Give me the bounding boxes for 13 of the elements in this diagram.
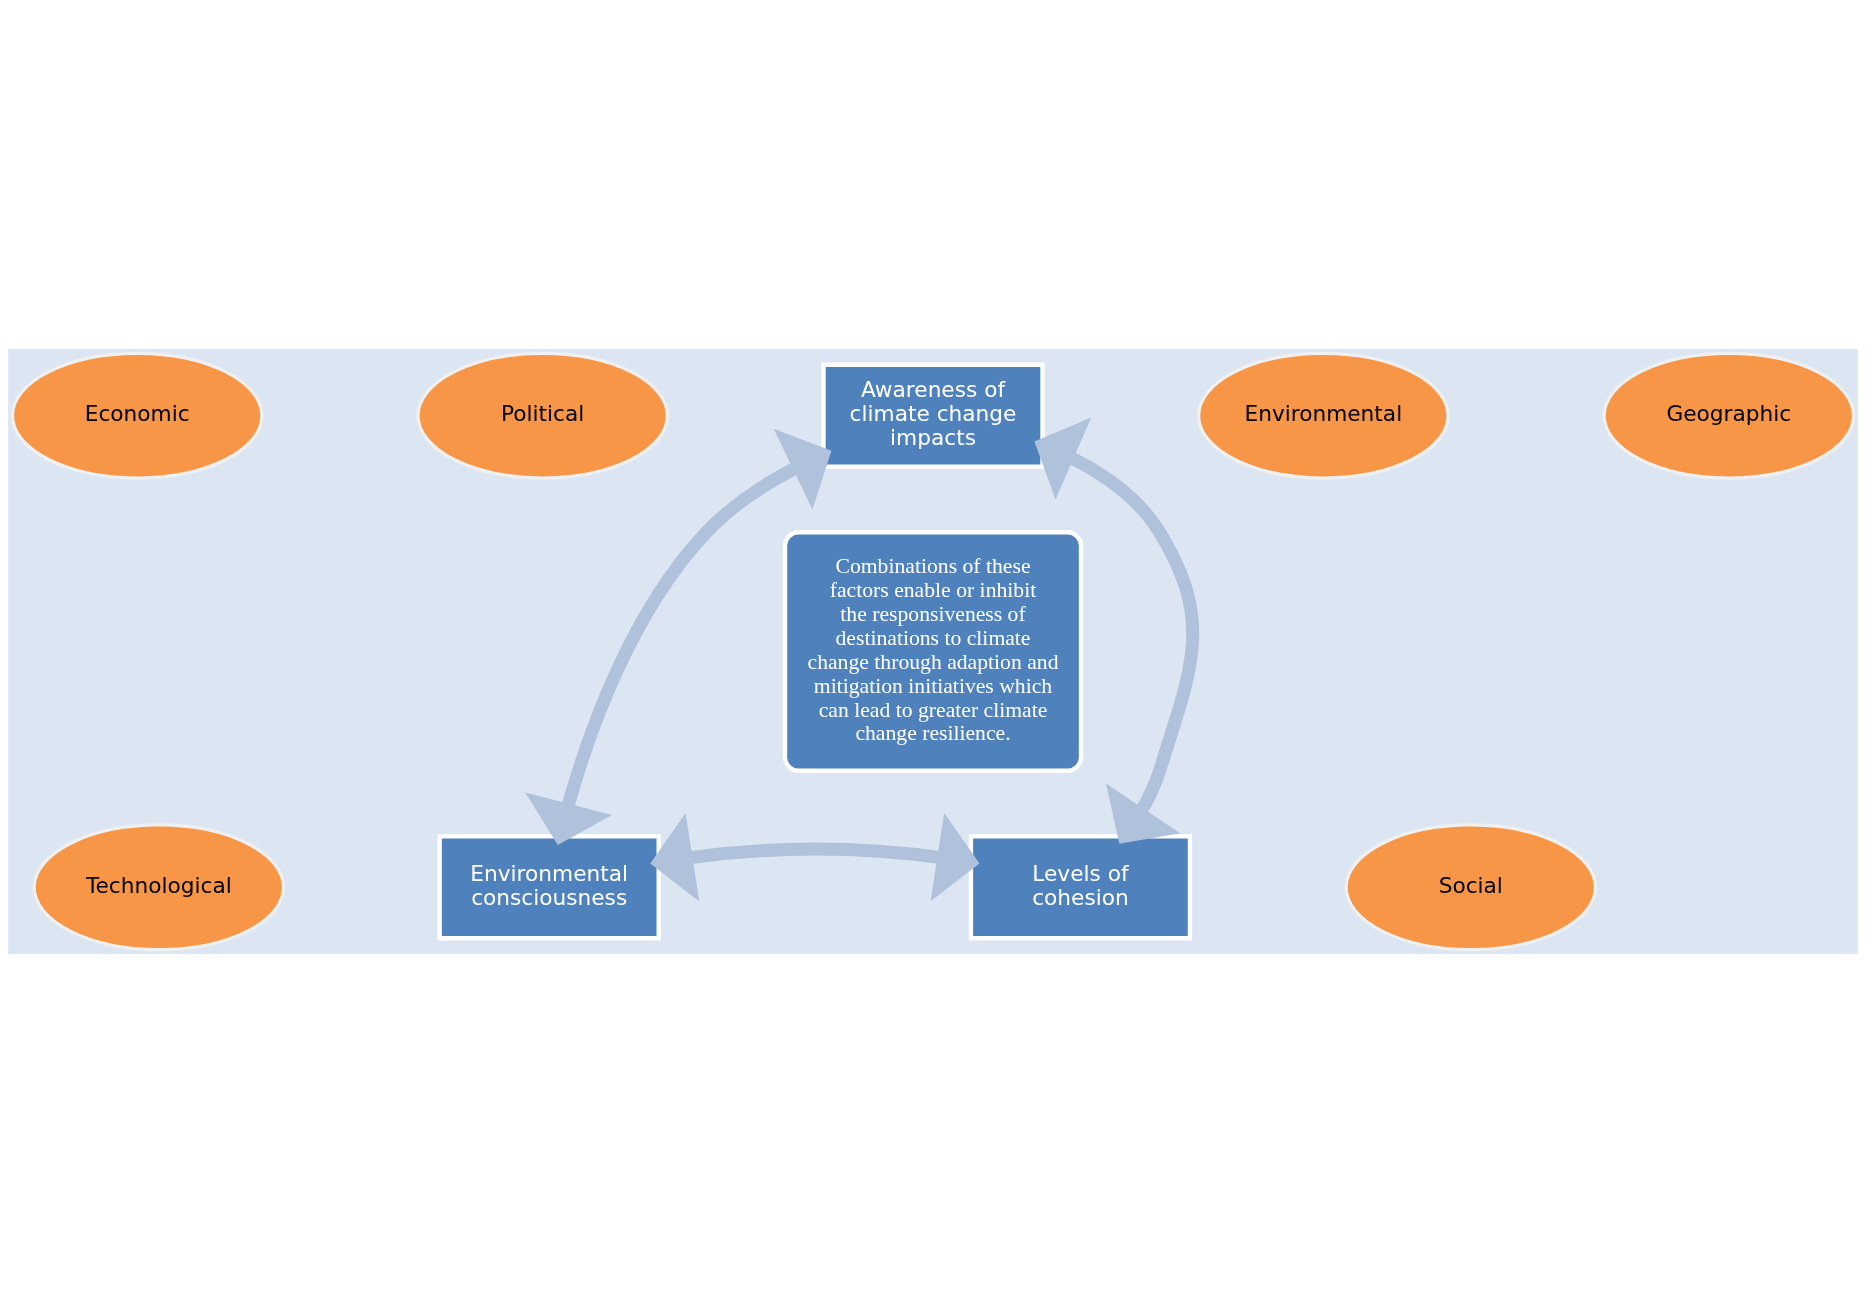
arrow	[525, 428, 832, 845]
node-ellipse: Geographic	[1602, 351, 1856, 480]
arrow	[1034, 417, 1200, 844]
arrow	[650, 812, 980, 902]
node-ellipse: Technological	[32, 823, 286, 952]
node-ellipse: Political	[416, 351, 669, 480]
node-box: Environmental consciousness	[437, 834, 661, 941]
node-ellipse: Environmental	[1197, 351, 1450, 480]
node-ellipse: Economic	[10, 351, 264, 480]
node-box: Levels of cohesion	[968, 834, 1193, 941]
node-box: Awareness of climate change impacts	[821, 362, 1045, 469]
node-box: Combinations of these factors enable or inhibit the responsiveness of destinations to climate change through adaption and mitigation initiatives which can lead to greater climate change resilience.	[782, 530, 1084, 773]
node-ellipse: Social	[1344, 823, 1598, 952]
